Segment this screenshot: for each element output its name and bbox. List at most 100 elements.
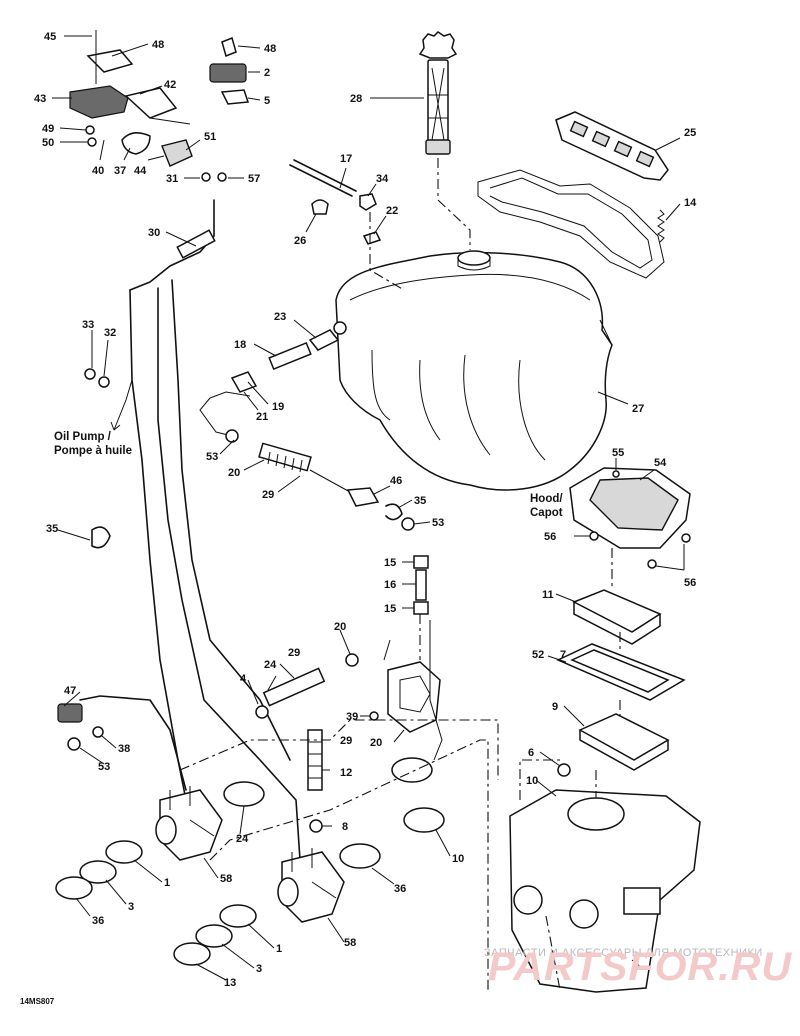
callout-58: 58	[344, 937, 356, 949]
throttle-housing	[69, 30, 193, 167]
note-oil-pump-line1: Oil Pump /	[54, 431, 112, 443]
callout-18: 18	[234, 339, 246, 351]
silencer-label-13	[623, 887, 661, 915]
callout-39: 39	[346, 711, 358, 723]
hose-18	[268, 341, 312, 371]
callout-1: 1	[276, 943, 282, 955]
clamp-10-left	[223, 781, 265, 807]
fuel-hose-lower	[262, 667, 326, 707]
callout-29: 29	[340, 735, 352, 747]
clamp-53-lower	[345, 653, 359, 667]
callout-3: 3	[128, 901, 134, 913]
vent-tube	[289, 164, 353, 197]
callout-16: 16	[384, 579, 396, 591]
callout-8: 8	[342, 821, 348, 833]
callout-21: 21	[256, 411, 268, 423]
boot-8-lower	[403, 807, 445, 833]
ring-38	[67, 737, 81, 751]
filter-46	[346, 487, 380, 507]
callout-10: 10	[452, 853, 464, 865]
callout-20: 20	[370, 737, 382, 749]
callout-23: 23	[274, 311, 286, 323]
callout-49: 49	[42, 123, 54, 135]
callout-3: 3	[256, 963, 262, 975]
callout-12: 12	[340, 767, 352, 779]
vent-tube-inner	[293, 159, 357, 192]
callout-32: 32	[104, 327, 116, 339]
fuel-tank	[333, 250, 613, 491]
plate-7	[578, 713, 670, 771]
callout-15: 15	[384, 557, 396, 569]
callout-17: 17	[340, 153, 352, 165]
callout-27: 27	[632, 403, 644, 415]
fuel-pump-39	[387, 661, 441, 733]
clamp-36-left	[105, 840, 143, 864]
tank-spring	[657, 209, 665, 243]
callout-53: 53	[98, 761, 110, 773]
hose-16	[415, 569, 427, 601]
fuel-gauge	[418, 31, 458, 155]
primer-line	[79, 695, 187, 791]
seal-12	[556, 643, 686, 701]
primer-52	[57, 703, 83, 723]
callout-51: 51	[204, 131, 216, 143]
note-oil-pump-line2: Pompe à huile	[54, 445, 132, 457]
clamp-24-right	[309, 819, 323, 833]
screw-31	[201, 172, 211, 182]
callout-56: 56	[544, 531, 556, 543]
callout-43: 43	[34, 93, 46, 105]
oil-pump-arrow	[110, 419, 121, 431]
clamp-10-right	[339, 843, 381, 869]
callout-4: 4	[240, 673, 247, 685]
callout-48: 48	[264, 43, 276, 55]
callout-9: 9	[552, 701, 558, 713]
callout-6: 6	[528, 747, 534, 759]
tank-gasket	[477, 169, 665, 279]
watermark-tagline: ЗАПЧАСТИ И АКСЕССУАРЫ ДЛЯ МОТОТЕХНИКИ	[484, 947, 763, 959]
fitting-15-top	[413, 555, 429, 569]
callout-37: 37	[114, 165, 126, 177]
nut-47	[92, 726, 104, 738]
callout-57: 57	[248, 173, 260, 185]
callout-35: 35	[414, 495, 426, 507]
callout-15: 15	[384, 603, 396, 615]
valve-23	[308, 329, 340, 351]
oil-pump-cable	[117, 379, 133, 421]
clamp-58-right	[173, 942, 211, 966]
tank-grommet	[362, 231, 382, 245]
fitting-19	[230, 371, 258, 393]
callout-13: 13	[224, 977, 236, 989]
clamp-58-left	[55, 876, 93, 900]
note-hood-line2: Capot	[530, 507, 563, 519]
clip-35-left	[91, 526, 111, 549]
notes: Oil Pump / Pompe à huile Hood/ Capot 14M…	[20, 431, 563, 1006]
callout-56: 56	[684, 577, 696, 589]
silencer-port-left	[513, 885, 543, 915]
callout-28: 28	[350, 93, 362, 105]
callout-34: 34	[376, 173, 389, 185]
watermark: ЗАПЧАСТИ И АКСЕССУАРЫ ДЛЯ МОТОТЕХНИКИ PA…	[484, 945, 791, 989]
clamp-53-upper	[225, 429, 239, 443]
fuel-hose-vertical	[307, 729, 323, 791]
vent-fitting	[359, 193, 377, 211]
assembly-lines	[179, 158, 621, 991]
carburetor-left	[155, 786, 223, 861]
silencer-opening	[567, 797, 625, 831]
callout-30: 30	[148, 227, 160, 239]
screw-57	[217, 172, 227, 182]
callout-19: 19	[272, 401, 284, 413]
clamp-36-right	[219, 904, 257, 928]
hood	[569, 467, 691, 569]
callout-58: 58	[220, 873, 232, 885]
callout-50: 50	[42, 137, 54, 149]
callout-38: 38	[118, 743, 130, 755]
carburetor-right	[277, 848, 345, 923]
callout-48: 48	[152, 39, 164, 51]
washer-33	[84, 368, 96, 380]
throttle-cable-mid	[157, 287, 301, 861]
filter-11	[572, 589, 662, 645]
adaptor-1-right	[195, 924, 233, 948]
callout-42: 42	[164, 79, 176, 91]
parts-artwork	[55, 30, 701, 993]
